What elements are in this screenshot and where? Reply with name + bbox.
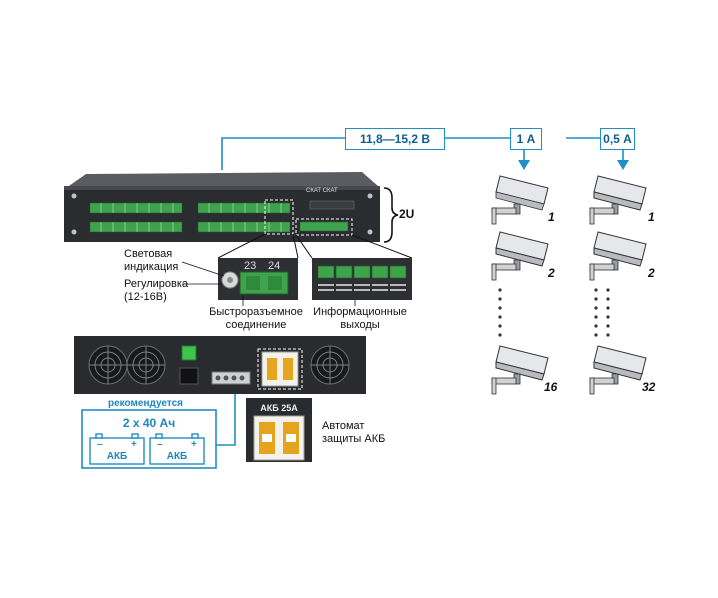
- battery-config-label: 2 х 40 Ач: [122, 416, 176, 430]
- camera-icon: [491, 345, 549, 395]
- svg-text:+: +: [191, 439, 197, 450]
- continuation-dot: [594, 333, 598, 337]
- svg-text:–: –: [157, 439, 163, 450]
- light-indication-label: Световая индикация: [124, 248, 179, 273]
- continuation-dot: [606, 324, 610, 328]
- current-box-1: 1 А: [510, 128, 542, 150]
- camera-number-1-3: 16: [544, 380, 558, 394]
- camera-number-1-2: 2: [548, 266, 555, 280]
- brand-plate-label: СКАТ СКАТ: [306, 188, 338, 194]
- regulation-label: Регулировка (12-16В): [124, 278, 189, 303]
- camera-icon: [491, 231, 549, 281]
- continuation-dot: [498, 297, 502, 301]
- continuation-dot: [594, 324, 598, 328]
- svg-text:–: –: [97, 439, 103, 450]
- terminal-zoom-detail: [218, 258, 298, 300]
- continuation-dot: [498, 333, 502, 337]
- camera-column-1: [491, 175, 549, 225]
- continuation-dot: [498, 306, 502, 310]
- rack-height-label: 2U: [399, 207, 415, 221]
- continuation-dot: [606, 297, 610, 301]
- power-supply-front-panel: [64, 172, 380, 242]
- recommended-label: рекомендуется: [108, 398, 184, 409]
- camera-icon: [589, 231, 647, 281]
- continuation-dot: [594, 306, 598, 310]
- camera-number-1-1: 1: [548, 210, 555, 224]
- info-outputs-zoom-detail: [312, 258, 412, 300]
- continuation-dot: [606, 288, 610, 292]
- breaker-desc-label: Автомат защиты АКБ: [322, 420, 386, 445]
- camera-icon: [589, 345, 647, 395]
- camera-icon: [589, 175, 647, 225]
- svg-text:+: +: [131, 439, 137, 450]
- current-box-2: 0,5 А: [600, 128, 635, 150]
- continuation-dot: [594, 288, 598, 292]
- info-outputs-label: Информационные выходы: [313, 306, 407, 331]
- callout-lines: [181, 261, 356, 306]
- continuation-dot: [498, 315, 502, 319]
- camera-number-2-1: 1: [648, 210, 655, 224]
- power-supply-rear-panel: [74, 336, 366, 394]
- continuation-dot: [606, 315, 610, 319]
- voltage-range-box: 11,8—15,2 В: [345, 128, 445, 150]
- continuation-dot: [606, 333, 610, 337]
- continuation-dot: [594, 315, 598, 319]
- arrow-down-icon: [518, 160, 629, 170]
- battery-group: – + – +: [81, 409, 217, 469]
- breaker-zoom-detail: [246, 398, 312, 462]
- camera-number-2-2: 2: [648, 266, 655, 280]
- zoom-lines: [217, 233, 413, 259]
- breaker-title-label: АКБ 25А: [260, 403, 298, 413]
- quick-connect-label: Быстроразъемное соединение: [209, 306, 303, 331]
- rack-brace: [383, 187, 399, 243]
- camera-number-2-3: 32: [642, 380, 656, 394]
- battery-left-label: АКБ: [106, 451, 128, 462]
- battery-right-label: АКБ: [166, 451, 188, 462]
- terminal-number-a: 23: [244, 260, 257, 272]
- continuation-dot: [594, 297, 598, 301]
- terminal-number-b: 24: [268, 260, 281, 272]
- continuation-dot: [498, 324, 502, 328]
- continuation-dot: [498, 288, 502, 292]
- continuation-dot: [606, 306, 610, 310]
